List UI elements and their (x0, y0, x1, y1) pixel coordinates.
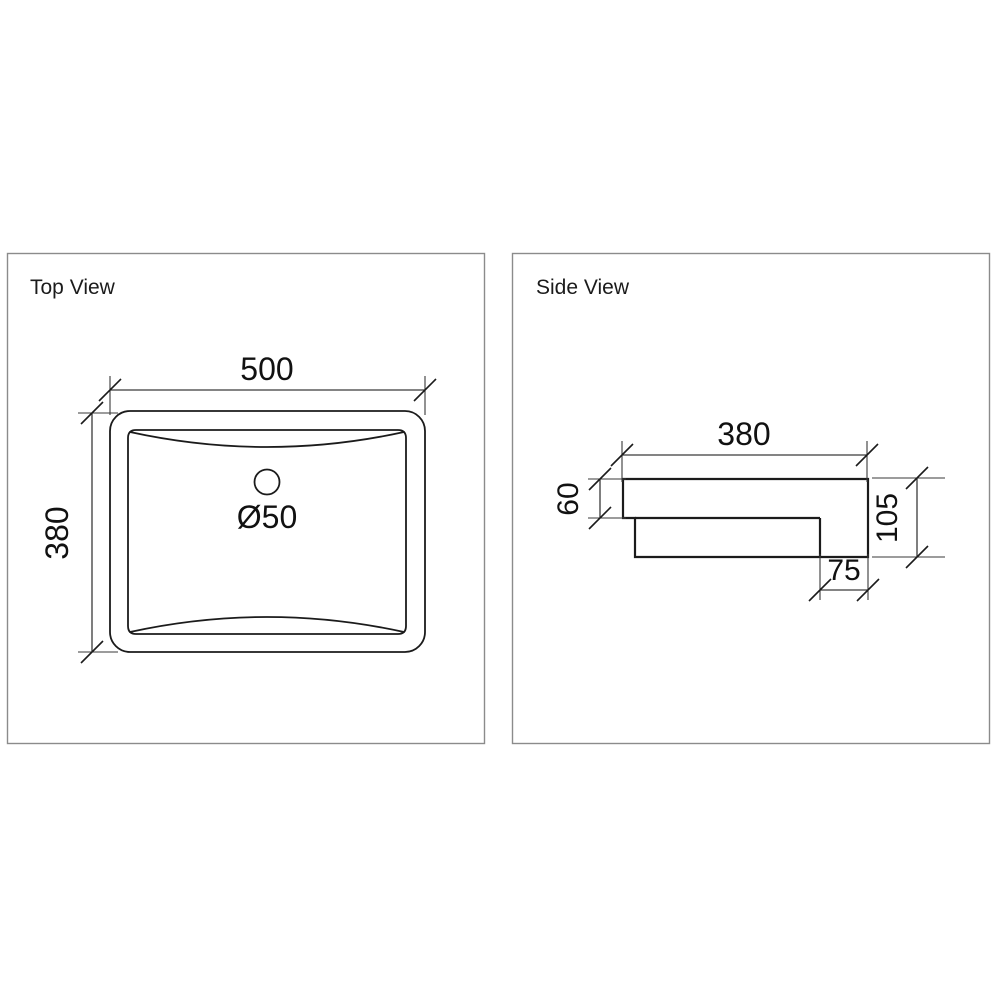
dimension-label-105: 105 (871, 493, 904, 543)
tick-slash-right (855, 443, 879, 467)
tick-slash-left (808, 578, 832, 602)
tick-slash-right (856, 578, 880, 602)
tick-slash-lower (905, 545, 929, 569)
dimension-label-drain: Ø50 (237, 499, 297, 535)
tick-slash-left (98, 378, 122, 402)
dimension-label-380: 380 (717, 416, 770, 452)
top-view-panel-border (6, 252, 486, 745)
tick-slash-left (610, 443, 634, 467)
tick-slash-right (413, 378, 437, 402)
panel-top-view: Top View 500 380 Ø50 (6, 252, 486, 745)
dimension-side-upper-height: 60 (552, 467, 626, 530)
tick-slash-upper (588, 467, 612, 491)
side-view-title: Side View (536, 276, 630, 299)
dimension-label-60: 60 (552, 482, 585, 515)
side-view-panel-border (511, 252, 991, 745)
dimension-side-lip-offset: 75 (808, 554, 880, 602)
dimension-top-depth: 380 (39, 401, 118, 664)
panel-side-view: Side View 380 60 (511, 252, 991, 745)
dimension-side-depth: 380 (610, 416, 879, 482)
top-view-title: Top View (30, 276, 116, 299)
dimension-side-overall-height: 105 (871, 466, 945, 569)
basin-outer-outline (109, 410, 426, 653)
tick-slash-upper (905, 466, 929, 490)
dimension-label-380: 380 (39, 506, 75, 559)
basin-bowl-bottom-curve (129, 616, 405, 633)
tick-slash-lower (80, 640, 104, 664)
dimension-label-75: 75 (827, 554, 860, 587)
drain-hole-icon (253, 468, 281, 496)
basin-bowl-top-curve (129, 431, 405, 448)
dimension-top-width: 500 (98, 351, 437, 415)
tick-slash-lower (588, 506, 612, 530)
dimension-label-500: 500 (240, 351, 293, 387)
tick-slash-upper (80, 401, 104, 425)
basin-bowl-outline (127, 429, 407, 635)
